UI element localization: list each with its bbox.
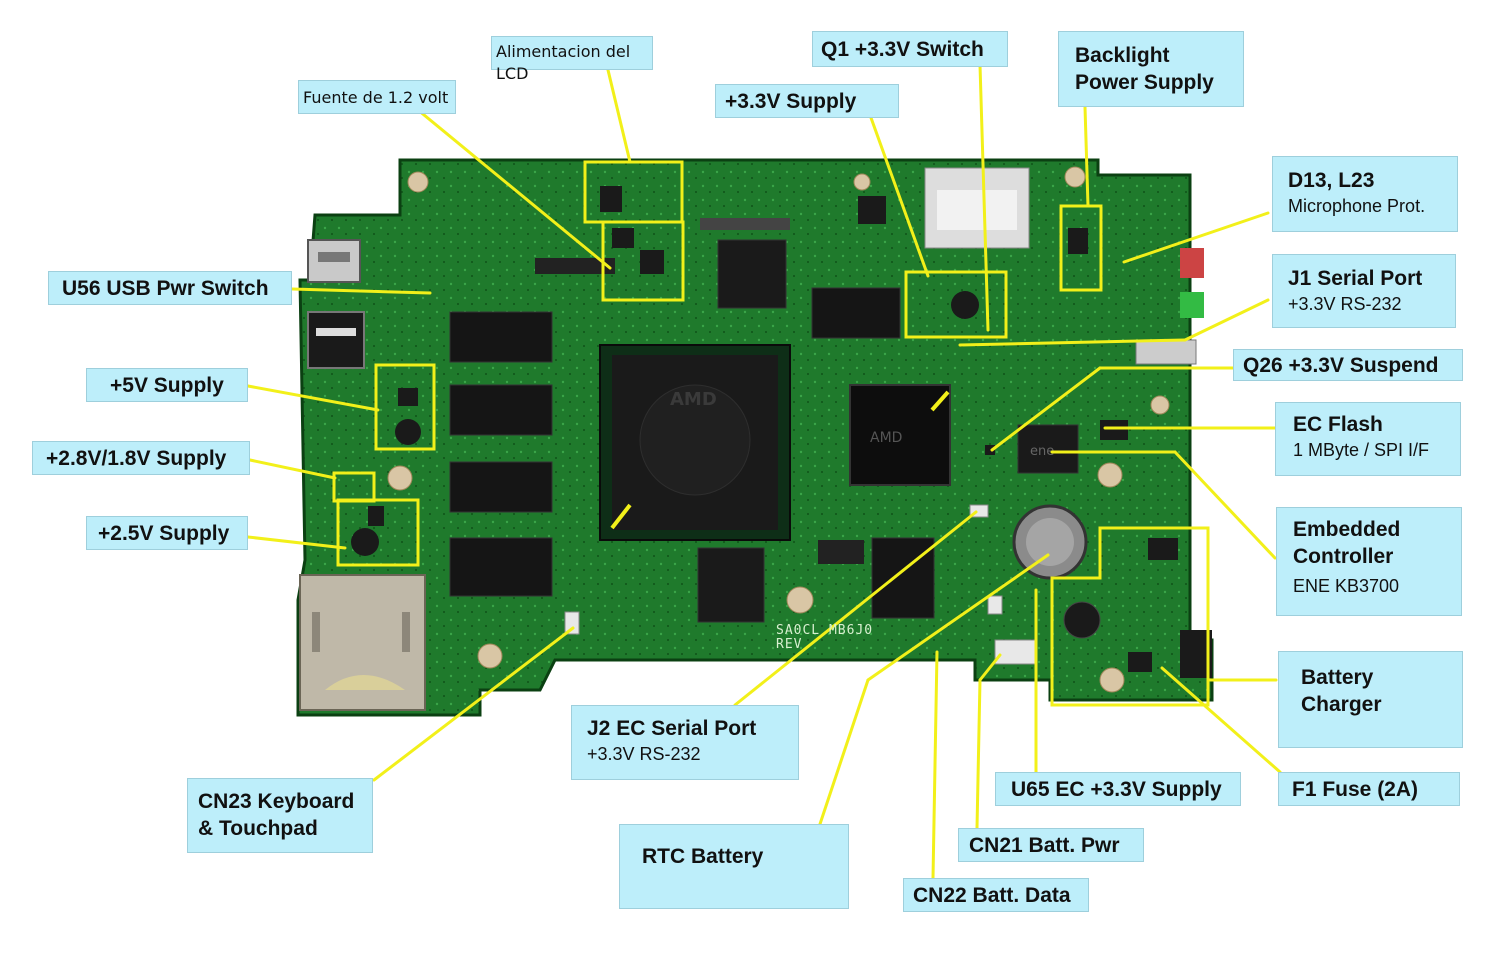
callout-q26-suspend: Q26 +3.3V Suspend (1233, 349, 1463, 381)
callout-u65-ec: U65 EC +3.3V Supply (995, 772, 1241, 806)
callout-title: RTC Battery (642, 845, 764, 868)
callout-title: U65 EC +3.3V Supply (1011, 778, 1222, 801)
callout-title: F1 Fuse (2A) (1292, 778, 1419, 801)
callout-fuente-1-2-volt: Fuente de 1.2 volt (298, 80, 456, 114)
callout-title: Alimentacion del LCD (496, 42, 631, 83)
ram-chips (449, 311, 553, 597)
callout-title: Q1 +3.3V Switch (821, 38, 984, 61)
callout-battery-charger: Battery Charger (1278, 651, 1463, 748)
callout-u56-usb: U56 USB Pwr Switch (48, 271, 292, 305)
callout-title: EC Flash (1293, 413, 1383, 436)
callout-j2-ec-serial: J2 EC Serial Port +3.3V RS-232 (571, 705, 799, 780)
callout-title: D13, L23 (1288, 169, 1375, 192)
callout-title: +2.5V Supply (98, 522, 230, 545)
callout-title: Q26 +3.3V Suspend (1243, 354, 1439, 377)
callout-title: CN21 Batt. Pwr (969, 834, 1120, 857)
callout-title: +5V Supply (110, 374, 224, 397)
callout-subtitle: ENE KB3700 (1293, 576, 1400, 596)
callout-subtitle: 1 MByte / SPI I/F (1293, 440, 1430, 460)
usb-connector-top (307, 239, 361, 283)
callout-cn22-batt-data: CN22 Batt. Data (903, 878, 1089, 912)
callout-embedded-controller: Embedded Controller ENE KB3700 (1276, 507, 1462, 616)
callout-title: Embedded Controller (1293, 518, 1401, 568)
callout-subtitle: +3.3V RS-232 (1288, 294, 1402, 314)
callout-ec-flash: EC Flash 1 MByte / SPI I/F (1275, 402, 1461, 476)
callout-title: CN23 Keyboard & Touchpad (198, 790, 355, 840)
usb-connector-bottom (307, 311, 365, 369)
callout-title: +3.3V Supply (725, 90, 857, 113)
callout-j1-serial: J1 Serial Port +3.3V RS-232 (1272, 254, 1456, 328)
callout-backlight-power: Backlight Power Supply (1058, 31, 1244, 107)
callout-rtc-battery: RTC Battery (619, 824, 849, 909)
bottom-chip (697, 547, 765, 623)
svg-text:ene: ene (1030, 444, 1054, 459)
leader-lines (246, 63, 1282, 880)
callout-f1-fuse: F1 Fuse (2A) (1278, 772, 1460, 806)
callout-supply-2v8: +2.8V/1.8V Supply (32, 441, 250, 475)
callout-title: U56 USB Pwr Switch (62, 277, 269, 300)
callout-title: Fuente de 1.2 volt (303, 88, 449, 107)
callout-cn23-keyboard: CN23 Keyboard & Touchpad (187, 778, 373, 853)
callout-title: J1 Serial Port (1288, 267, 1423, 290)
highlight-boxes (332, 160, 1210, 707)
ec-chip (1017, 424, 1079, 474)
callout-supply-3v3: +3.3V Supply (715, 84, 899, 118)
callout-supply-5v: +5V Supply (86, 368, 248, 402)
callout-alimentacion-lcd: Alimentacion del LCD (491, 36, 653, 83)
callout-title: J2 EC Serial Port (587, 717, 757, 740)
callout-q1-switch: Q1 +3.3V Switch (812, 31, 1008, 67)
svg-text:AMD: AMD (870, 430, 902, 446)
svg-text:AMD: AMD (670, 389, 717, 410)
callout-subtitle: +3.3V RS-232 (587, 744, 701, 764)
callout-title: Backlight Power Supply (1075, 44, 1214, 94)
callout-title: Battery Charger (1301, 666, 1382, 716)
top-chip (717, 239, 787, 309)
callout-subtitle: Microphone Prot. (1288, 196, 1426, 216)
callout-d13-l23: D13, L23 Microphone Prot. (1272, 156, 1458, 232)
chipset (849, 384, 951, 486)
callout-title: CN22 Batt. Data (913, 884, 1071, 907)
callout-supply-2v5: +2.5V Supply (86, 516, 248, 550)
callout-title: +2.8V/1.8V Supply (46, 447, 227, 470)
callout-cn21-batt-pwr: CN21 Batt. Pwr (958, 828, 1144, 862)
silkscreen-board-id: SA0CL MB6J0 (776, 623, 874, 638)
silkscreen-rev: REV (776, 637, 803, 652)
